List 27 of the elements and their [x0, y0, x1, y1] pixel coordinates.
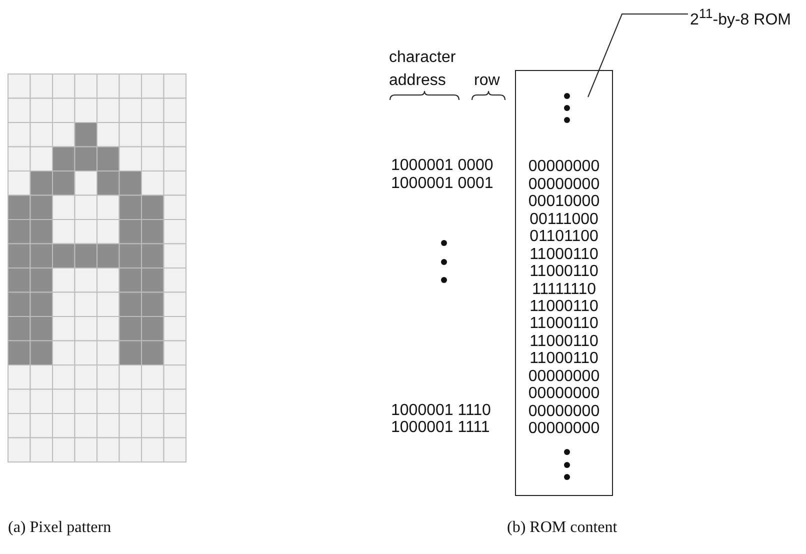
- rom-label: 2$^{11}$-by-8 ROM: [690, 4, 802, 30]
- address-text: 1000001 0001: [391, 174, 494, 192]
- caption: (a) Pixel pattern: [8, 518, 112, 538]
- leader-line: [588, 14, 688, 98]
- binary-word: 00000000: [527, 402, 601, 420]
- binary-word: 00000000: [527, 368, 601, 386]
- binary-word: 00000000: [527, 176, 601, 194]
- address-text: 1000001 0000: [391, 157, 494, 175]
- binary-word: 11000110: [528, 332, 600, 350]
- binary-word: 01101100: [528, 228, 600, 246]
- binary-word: 11000110: [528, 350, 600, 368]
- binary-word: 00000000: [527, 158, 601, 176]
- rom-box: [515, 70, 613, 496]
- address-text: 1000001 1111: [391, 419, 490, 437]
- binary-word: 11000110: [528, 263, 600, 281]
- column-heading: character address: [389, 48, 457, 91]
- binary-word: 00010000: [527, 193, 601, 211]
- binary-word: 11000110: [528, 315, 600, 333]
- binary-word: 00000000: [527, 385, 601, 403]
- caption: (b) ROM content: [507, 518, 618, 538]
- binary-word: 11000110: [528, 246, 600, 264]
- binary-word: 11111110: [530, 280, 598, 298]
- binary-word: 00000000: [527, 420, 601, 438]
- binary-word: 00111000: [528, 210, 600, 228]
- binary-word: 11000110: [528, 298, 600, 316]
- column-heading: row: [474, 71, 501, 91]
- address-text: 1000001 1110: [391, 402, 491, 420]
